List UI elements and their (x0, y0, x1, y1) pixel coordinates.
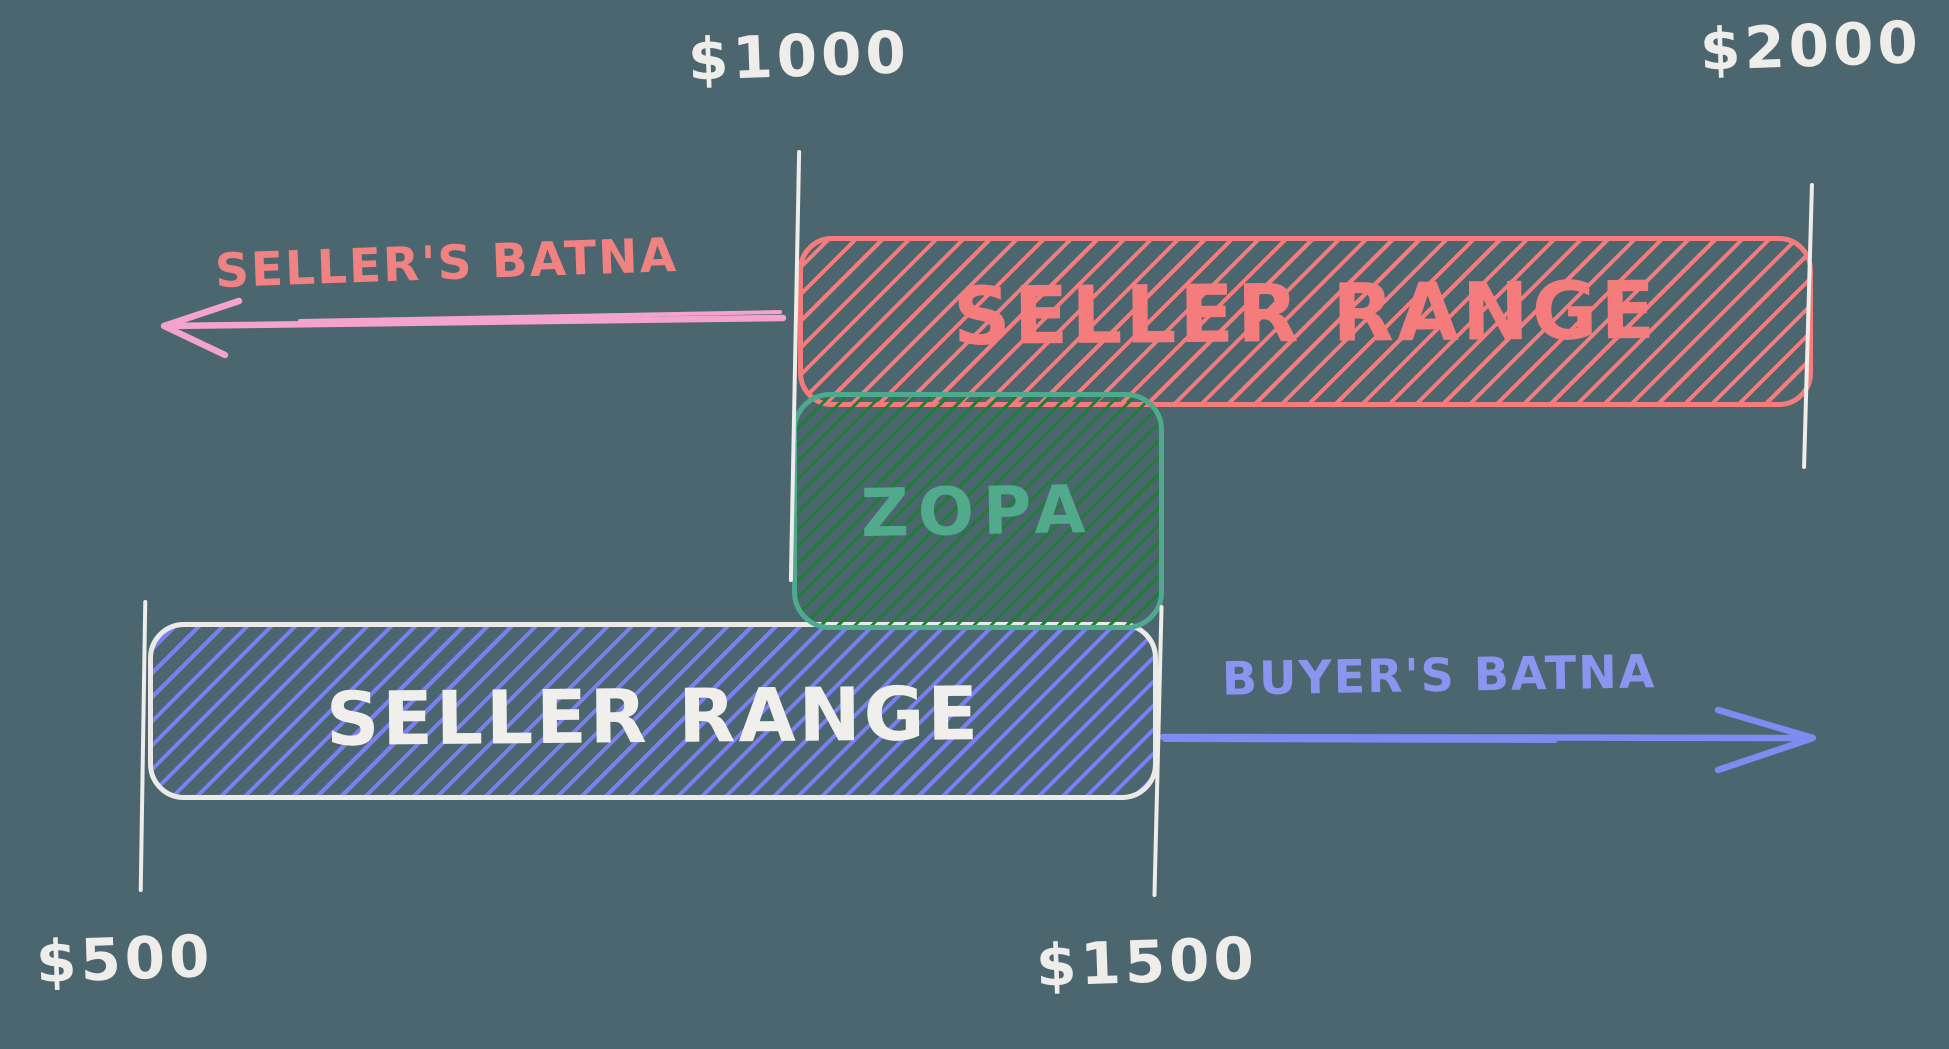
arrow-shaft (1159, 733, 1814, 742)
arrow-shaft-overstroke (298, 310, 782, 323)
price-label-2000: $2000 (1698, 8, 1923, 84)
zopa-box: ZOPA (792, 392, 1164, 630)
price-label-500: $500 (34, 921, 215, 997)
price-label-1000: $1000 (686, 18, 911, 94)
arrow-head (1714, 706, 1817, 774)
tick-line-500 (138, 599, 148, 893)
right-arrow-icon (1159, 706, 1817, 774)
zopa-label: ZOPA (860, 470, 1096, 552)
arrow-head (160, 297, 243, 359)
price-label-1500: $1500 (1034, 924, 1259, 1000)
seller-range-label: SELLER RANGE (952, 263, 1659, 364)
arrow-shaft-overstroke (1163, 738, 1557, 743)
sellers-batna-label: SELLER'S BATNA (214, 227, 679, 300)
buyers-batna-label: BUYER'S BATNA (1221, 644, 1657, 706)
left-arrow-icon (160, 297, 787, 359)
seller-range-box: SELLER RANGE (798, 236, 1813, 407)
buyer-range-box: SELLER RANGE (148, 622, 1158, 800)
arrow-shaft (161, 314, 787, 330)
buyer-range-label: SELLER RANGE (325, 671, 981, 763)
